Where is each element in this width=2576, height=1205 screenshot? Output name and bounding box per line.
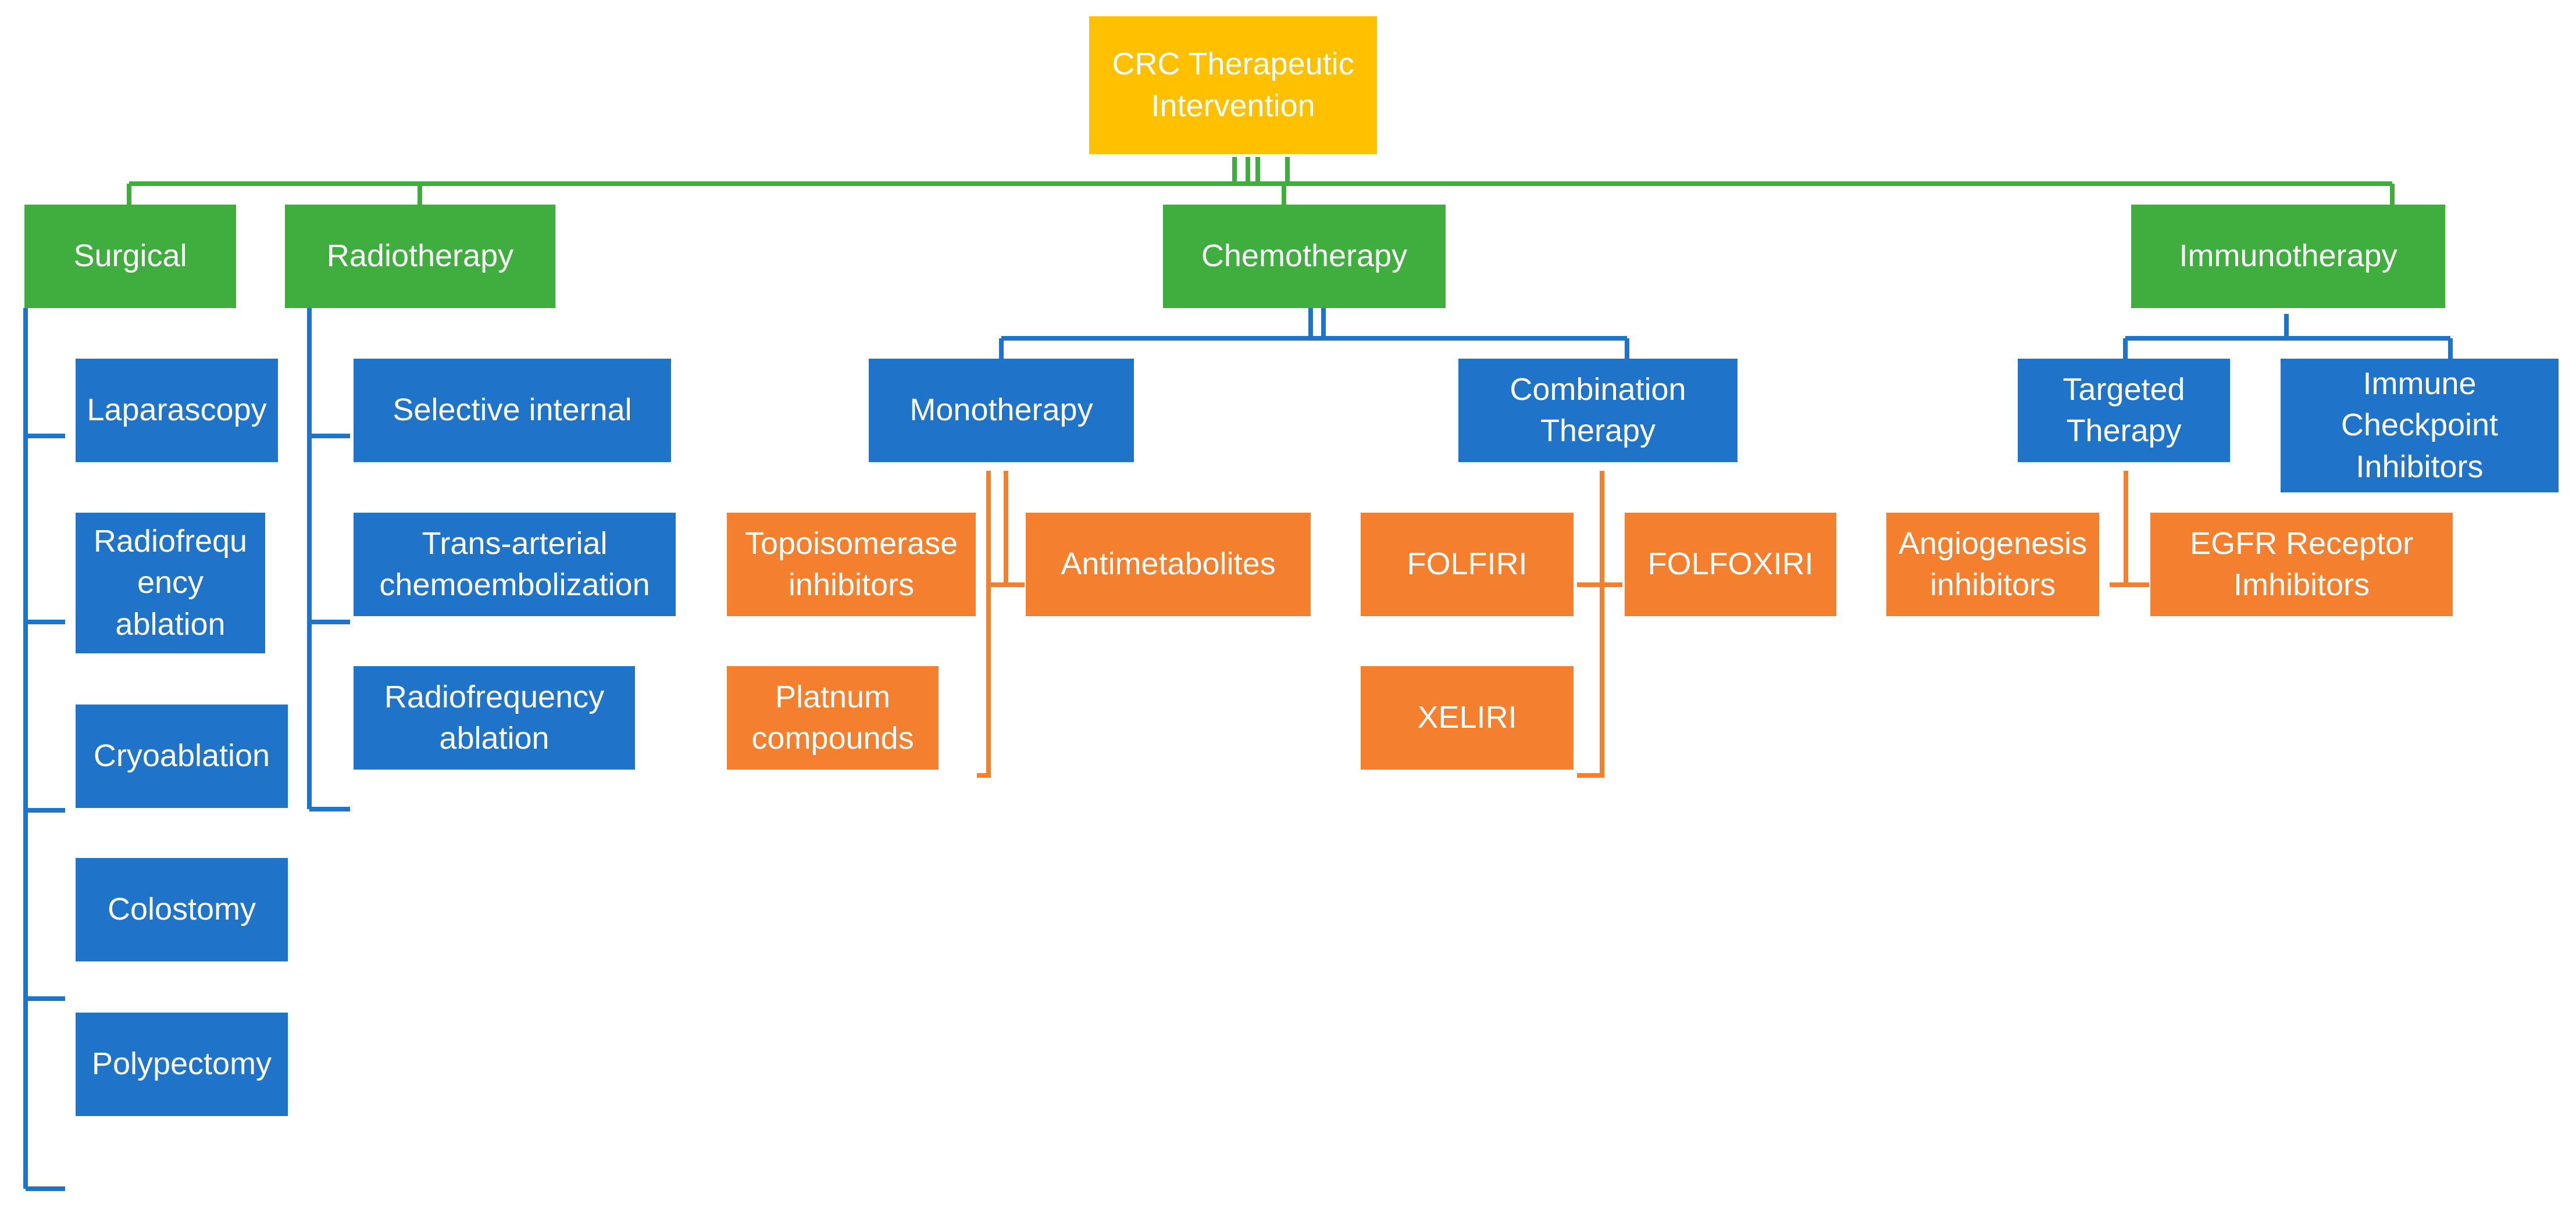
surgical-item-radiofrequency-ablation: Radiofrequ ency ablation [76, 513, 265, 653]
item-label: Angiogenesis inhibitors [1898, 525, 2088, 602]
category-immunotherapy: Immunotherapy [2131, 205, 2445, 308]
subcategory-targeted-label: Targeted Therapy [2063, 371, 2185, 448]
category-surgical-label: Surgical [73, 238, 187, 274]
root-label: CRC Therapeutic Intervention [1112, 47, 1354, 123]
item-label: FOLFOXIRI [1647, 546, 1814, 582]
regimen-folfoxiri: FOLFOXIRI [1625, 513, 1836, 616]
item-label: EGFR Receptor Imhibitors [2189, 525, 2414, 602]
subcategory-monotherapy-label: Monotherapy [909, 392, 1093, 428]
item-label: Selective internal [393, 392, 632, 428]
item-label: Cryoablation [93, 738, 270, 774]
category-radiotherapy: Radiotherapy [285, 205, 555, 308]
radiotherapy-item-selective-internal: Selective internal [354, 359, 671, 462]
subcategory-monotherapy: Monotherapy [869, 359, 1134, 462]
drug-topoisomerase-inhibitors: Topoisomerase inhibitors [727, 513, 976, 616]
drug-antimetabolites: Antimetabolites [1026, 513, 1311, 616]
root-connectors [127, 157, 2395, 205]
item-label: Radiofrequency ablation [384, 679, 605, 756]
regimen-xeliri: XELIRI [1361, 666, 1574, 770]
drug-platnum-compounds: Platnum compounds [727, 666, 939, 770]
category-chemotherapy: Chemotherapy [1163, 205, 1446, 308]
drug-angiogenesis-inhibitors: Angiogenesis inhibitors [1886, 513, 2099, 616]
radiotherapy-item-tace: Trans-arterial chemoembolization [354, 513, 676, 616]
subcategory-immune-checkpoint-inhibitors: Immune Checkpoint Inhibitors [2281, 359, 2559, 492]
targeted-connectors [2110, 471, 2149, 587]
category-immunotherapy-label: Immunotherapy [2179, 238, 2397, 274]
item-label: XELIRI [1417, 700, 1517, 735]
item-label: Trans-arterial chemoembolization [379, 525, 650, 602]
mono-spine-a [977, 471, 991, 778]
item-label: Platnum compounds [751, 679, 914, 756]
category-radiotherapy-label: Radiotherapy [326, 238, 514, 274]
item-label: Colostomy [107, 892, 256, 927]
item-label: Radiofrequ ency ablation [93, 524, 248, 642]
category-chemotherapy-label: Chemotherapy [1201, 238, 1408, 274]
subcategory-targeted-therapy: Targeted Therapy [2018, 359, 2230, 462]
combination-connectors [1577, 471, 1622, 778]
monotherapy-connectors [977, 471, 1025, 778]
chemotherapy-connectors [999, 308, 1629, 359]
combo-spine [1577, 471, 1604, 778]
subcategory-checkpoint-label: Immune Checkpoint Inhibitors [2340, 366, 2499, 484]
category-surgical: Surgical [24, 205, 236, 308]
drug-egfr-receptor-inhibitors: EGFR Receptor Imhibitors [2150, 513, 2453, 616]
item-label: Laparascopy [87, 392, 267, 428]
surgical-connectors [23, 308, 65, 1191]
radiotherapy-item-radiofrequency-ablation: Radiofrequency ablation [354, 666, 635, 770]
item-label: Antimetabolites [1061, 546, 1276, 582]
surgical-item-polypectomy: Polypectomy [76, 1013, 288, 1116]
regimen-folfiri: FOLFIRI [1361, 513, 1574, 616]
surgical-item-colostomy: Colostomy [76, 858, 288, 961]
immunotherapy-connectors [2123, 314, 2453, 359]
item-label: Topoisomerase inhibitors [744, 525, 958, 602]
subcategory-combination-therapy: Combination Therapy [1458, 359, 1737, 462]
surgical-item-cryoablation: Cryoablation [76, 705, 288, 808]
surgical-item-laparascopy: Laparascopy [76, 359, 278, 462]
item-label: Polypectomy [91, 1046, 272, 1082]
subcategory-combination-label: Combination Therapy [1510, 371, 1686, 448]
radiotherapy-connectors [307, 308, 350, 811]
root-node: CRC Therapeutic Intervention [1089, 16, 1377, 154]
item-label: FOLFIRI [1407, 546, 1528, 582]
